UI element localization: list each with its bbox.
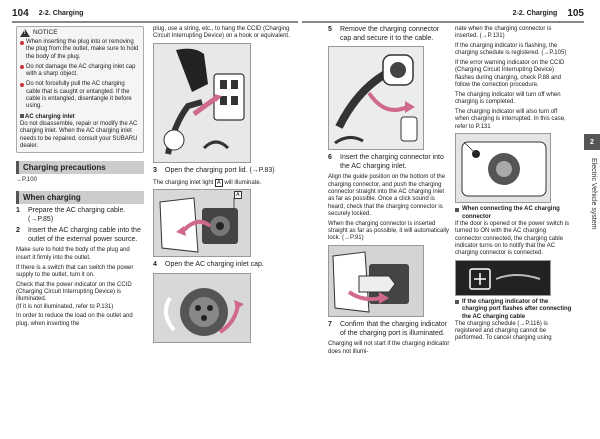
step-text: Remove the charging connector cap and se… <box>340 26 440 42</box>
right-page: 2-2. Charging 105 2 Electric Vehicle sys… <box>300 0 600 439</box>
when-charging-heading: When charging <box>16 190 144 205</box>
chapter-tab-label: Electric Vehicle system <box>590 158 597 230</box>
left-header: 104 2-2. Charging <box>12 6 83 20</box>
notice-bullet-text: Do not forcefully pull the AC charging c… <box>26 81 132 110</box>
charging-precautions-ref[interactable]: →P.100 <box>16 177 37 184</box>
body-paragraph: If there is a switch that can switch the… <box>16 264 134 278</box>
body-paragraph: plug, use a string, etc., to hang the CC… <box>153 26 290 40</box>
subsection-heading: When connecting the AC charging connecto… <box>455 206 573 221</box>
chapter-tab[interactable]: 2 <box>584 134 600 150</box>
left-page-number: 104 <box>12 7 29 19</box>
step-text: Confirm that the charging indicator of t… <box>340 321 447 337</box>
body-paragraph: Charging will not start if the charging … <box>328 341 450 355</box>
bullet-icon <box>20 65 24 70</box>
notice-bullet: Do not damage the AC charging inlet cap … <box>20 64 140 79</box>
subsection-title: If the charging indicator of the chargin… <box>462 298 572 320</box>
step-number: 6 <box>328 154 332 162</box>
right-section-title: 2-2. Charging <box>512 9 558 17</box>
body-paragraph: nate when the charging connector is inse… <box>455 26 552 40</box>
body-paragraph: If the charging indicator is flashing, t… <box>455 43 567 57</box>
step-text: Prepare the AC charging cable. (→P.85) <box>28 207 126 223</box>
subsection-heading: If the charging indicator of the chargin… <box>455 299 573 321</box>
step-number: 4 <box>153 261 157 269</box>
charging-precautions-heading: Charging precautions <box>16 161 144 175</box>
body-paragraph: In order to reduce the load on the outle… <box>16 313 133 327</box>
notice-bullet: Do not forcefully pull the AC charging c… <box>20 81 140 110</box>
body-paragraph: The charging indicator will turn off whe… <box>455 91 561 106</box>
left-col-2: plug, use a string, etc., to hang the CC… <box>153 26 293 344</box>
step-text: Open the charging port lid. (→P.83) <box>165 167 275 175</box>
inlet-light-text-b: will illuminate. <box>224 179 262 186</box>
right-col-2: nate when the charging connector is inse… <box>455 26 573 345</box>
square-bullet-icon <box>455 300 459 305</box>
step-number: 2 <box>16 227 20 235</box>
ccid-plug-illustration <box>153 43 251 164</box>
notice-bullet-text: When inserting the plug into or removing… <box>26 39 139 60</box>
body-paragraph: Make sure to hold the body of the plug a… <box>16 247 130 261</box>
connector-cap-illustration <box>328 46 424 151</box>
notice-title: NOTICE <box>33 29 58 37</box>
body-paragraph: Check that the power indicator on the CC… <box>16 281 132 303</box>
notice-subheading-text: AC charging inlet <box>25 113 75 120</box>
bullet-icon <box>20 82 24 87</box>
notice-box: ! NOTICE When inserting the plug into or… <box>16 26 144 154</box>
charging-port-lid-illustration: A <box>153 189 251 258</box>
body-paragraph: If the error warning indicator on the CC… <box>455 60 565 89</box>
warning-triangle-icon: ! <box>20 29 30 37</box>
header-rule <box>12 21 298 23</box>
square-bullet-icon <box>455 207 459 212</box>
step-5: 5 Remove the charging connector cap and … <box>328 26 450 43</box>
notice-header: ! NOTICE <box>20 29 140 37</box>
step-number: 1 <box>16 207 20 215</box>
notice-subtext: Do not disassemble, repair or modify the… <box>20 120 138 149</box>
step-2: 2 Insert the AC charging cable into the … <box>16 227 144 244</box>
right-col-1: 5 Remove the charging connector cap and … <box>328 26 450 358</box>
notice-bullet-text: Do not damage the AC charging inlet cap … <box>26 63 136 78</box>
body-paragraph: (If it is not illuminated, refer to P.13… <box>16 303 114 310</box>
left-section-title: 2-2. Charging <box>38 9 84 17</box>
step-text: Insert the AC charging cable into the ou… <box>28 227 141 243</box>
body-paragraph: When the charging connector is inserted … <box>328 220 450 242</box>
inlet-light-text-a: The charging inlet light <box>153 179 214 186</box>
notice-bullet: When inserting the plug into or removing… <box>20 39 140 61</box>
subsection-title: When connecting the AC charging connecto… <box>462 206 560 220</box>
body-paragraph: Align the guide position on the bottom o… <box>328 174 446 217</box>
connector-insert-illustration <box>328 245 424 318</box>
charging-indicator-illustration <box>455 133 551 204</box>
body-paragraph: If the door is opened or the power switc… <box>455 220 570 257</box>
inlet-cap-illustration <box>153 273 251 344</box>
inlet-light-text: The charging inlet light A will illumina… <box>153 178 293 187</box>
step-number: 5 <box>328 26 332 33</box>
cable-indicator-illustration <box>455 259 551 296</box>
callout-a-marker: A <box>234 191 242 200</box>
step-4: 4 Open the AC charging inlet cap. <box>153 261 293 270</box>
body-paragraph: The charging schedule (→P.116) is regist… <box>455 320 552 342</box>
step-text: Open the AC charging inlet cap. <box>165 261 264 269</box>
square-bullet-icon <box>20 113 24 118</box>
callout-a-label: A <box>215 178 223 187</box>
step-number: 7 <box>328 321 332 329</box>
notice-subheading: AC charging inlet <box>20 113 140 121</box>
bullet-icon <box>20 40 24 45</box>
left-page: 104 2-2. Charging ! NOTICE When insertin… <box>12 6 298 344</box>
body-paragraph: The charging indicator will also turn of… <box>455 108 566 130</box>
header-rule <box>302 21 584 23</box>
step-7: 7 Confirm that the charging indicator of… <box>328 321 450 338</box>
left-col-1: ! NOTICE When inserting the plug into or… <box>16 26 144 330</box>
step-1: 1 Prepare the AC charging cable. (→P.85) <box>16 207 144 224</box>
step-text: Insert the charging connector into the A… <box>340 154 444 170</box>
step-3: 3 Open the charging port lid. (→P.83) <box>153 167 293 176</box>
step-6: 6 Insert the charging connector into the… <box>328 154 450 171</box>
step-number: 3 <box>153 167 157 175</box>
right-header: 2-2. Charging 105 <box>513 6 584 20</box>
right-page-number: 105 <box>567 7 584 19</box>
